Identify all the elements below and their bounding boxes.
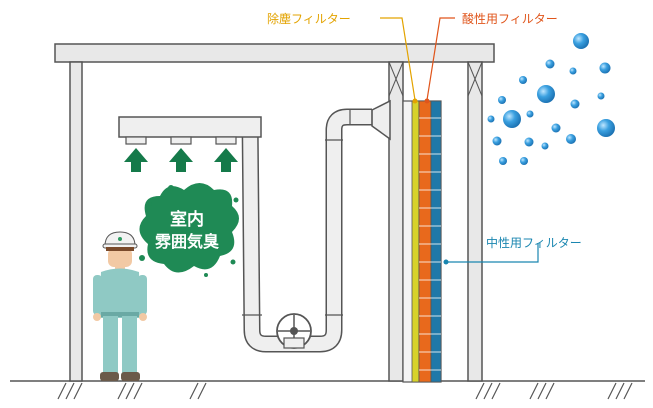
neutral-filter-layer [430, 100, 442, 383]
droplet-icon [597, 92, 605, 100]
droplet-icon [520, 157, 528, 165]
droplet-icon [597, 119, 615, 137]
dust-filter-label: 除塵フィルター [267, 11, 351, 26]
droplet-icon [519, 76, 527, 84]
arrow-up-icon [214, 148, 238, 172]
fan-icon [276, 313, 312, 349]
indoor-odor-badge: 室内 雰囲気臭 [139, 183, 239, 277]
droplet-icon [499, 157, 507, 165]
droplet-icon [570, 99, 580, 109]
droplet-icon [503, 110, 521, 128]
droplet-icon [526, 110, 534, 118]
droplets [487, 33, 615, 165]
arrow-up-icon [124, 148, 148, 172]
ground [10, 380, 645, 400]
odor-label-line2: 雰囲気臭 [155, 232, 219, 251]
droplet-icon [498, 96, 506, 104]
duct-system [240, 99, 391, 353]
droplet-icon [566, 134, 576, 144]
acid-filter-label: 酸性用フィルター [462, 11, 558, 26]
odor-label-line1: 室内 [170, 209, 204, 230]
droplet-icon [537, 85, 555, 103]
dust-filter-layer [411, 100, 420, 383]
intake-hood [118, 116, 262, 145]
pillar-bracing [388, 61, 483, 97]
droplet-icon [569, 67, 577, 75]
suction-arrows [124, 148, 238, 172]
building-frame [54, 43, 495, 382]
droplet-icon [545, 59, 555, 69]
acid-filter-layer [418, 100, 432, 383]
droplet-icon [541, 142, 549, 150]
neutral-filter-label: 中性用フィルター [486, 235, 582, 250]
droplet-icon [524, 137, 534, 147]
droplet-icon [599, 62, 611, 74]
droplet-icon [492, 136, 502, 146]
filter-housing [402, 100, 442, 383]
arrow-up-icon [169, 148, 193, 172]
droplet-icon [487, 115, 495, 123]
droplet-icon [551, 123, 561, 133]
droplet-icon [573, 33, 589, 49]
label-leaders [380, 17, 539, 265]
worker-with-helmet-icon [93, 231, 147, 381]
